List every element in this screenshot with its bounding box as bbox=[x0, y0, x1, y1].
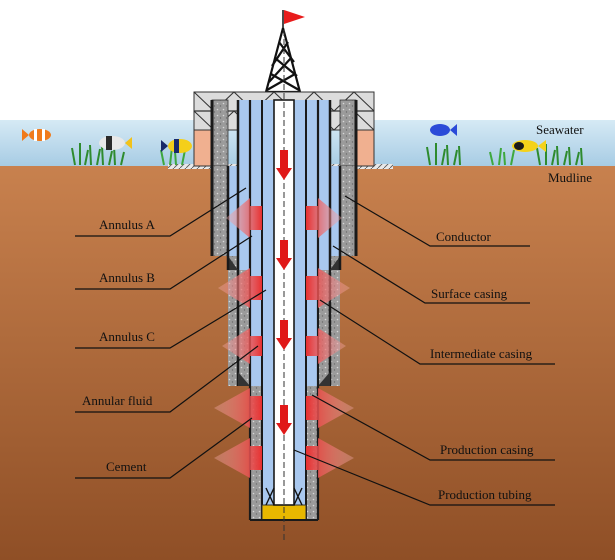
leader-lines bbox=[75, 187, 555, 506]
label-intermediate-casing: Intermediate casing bbox=[430, 346, 533, 361]
label-conductor: Conductor bbox=[436, 229, 492, 244]
seagrass-icon bbox=[71, 143, 583, 166]
flag-icon bbox=[282, 10, 305, 30]
seagrass-icon bbox=[160, 146, 515, 166]
fish-icon bbox=[430, 124, 457, 136]
label-surface-casing: Surface casing bbox=[431, 286, 508, 301]
fish-icon bbox=[22, 129, 51, 141]
production-tubing bbox=[265, 30, 303, 540]
label-seawater: Seawater bbox=[536, 122, 584, 137]
label-production-casing: Production casing bbox=[440, 442, 534, 457]
label-mudline: Mudline bbox=[548, 170, 592, 185]
fish-icon bbox=[99, 136, 132, 150]
label-annulus-b: Annulus B bbox=[99, 270, 155, 285]
fish-icon bbox=[161, 139, 192, 153]
heat-arrows-left bbox=[214, 198, 262, 478]
label-annular-fluid: Annular fluid bbox=[82, 393, 153, 408]
heat-arrows-right bbox=[306, 198, 354, 478]
label-annulus-a: Annulus A bbox=[99, 217, 156, 232]
fish-icon bbox=[512, 140, 546, 152]
label-annulus-c: Annulus C bbox=[99, 329, 155, 344]
flow-arrows bbox=[276, 150, 292, 435]
label-production-tubing: Production tubing bbox=[438, 487, 532, 502]
label-cement: Cement bbox=[106, 459, 147, 474]
